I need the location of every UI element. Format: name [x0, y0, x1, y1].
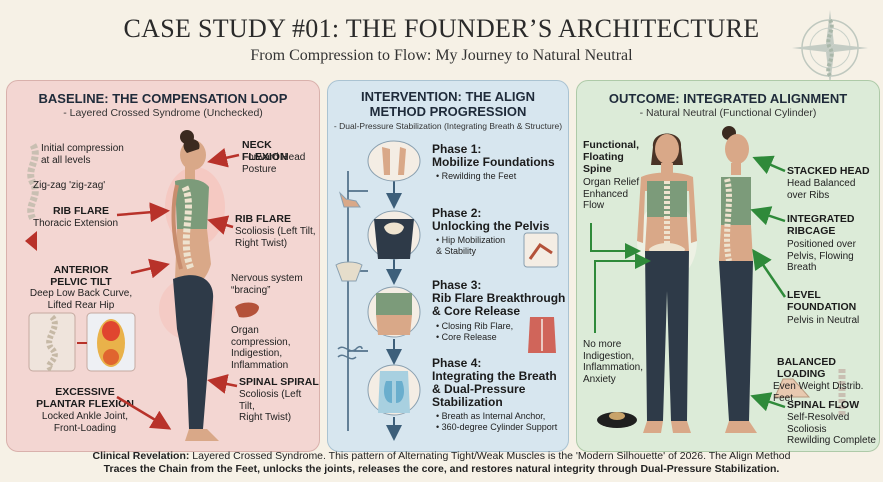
nervous-system-label: Nervous system “bracing”	[231, 273, 303, 296]
baseline-subtitle: - Layered Crossed Syndrome (Unchecked)	[63, 107, 263, 119]
phase-2-title: Phase 2: Unlocking the Pelvis	[432, 206, 550, 233]
outcome-panel: OUTCOME: INTEGRATED ALIGNMENT - Natural …	[576, 80, 880, 452]
lungs-icon	[367, 364, 421, 416]
spine-icon	[27, 143, 39, 221]
footer-text-2: Traces the Chain from the Feet, unlocks …	[103, 462, 780, 475]
intervention-title: INTERVENTION: THE ALIGN METHOD PROGRESSI…	[360, 89, 536, 119]
muscle-anatomy-icon	[528, 317, 556, 353]
footer-line-1: Clinical Revelation: Layered Crossed Syn…	[0, 450, 883, 463]
outcome-side-figure	[719, 126, 757, 433]
rib-flare-left-title: RIB FLARE	[53, 205, 109, 217]
initial-compression-label: Initial compression at all levels	[41, 143, 124, 166]
outcome-arrows	[590, 155, 787, 412]
footer-label: Clinical Revelation:	[92, 450, 190, 462]
foot-side-icon	[338, 191, 361, 208]
feet-icon	[367, 140, 421, 182]
spinal-spiral-desc: Scoliosis (Left Tilt, Right Twist)	[239, 389, 302, 423]
stacked-head-desc: Head Balanced over Ribs	[787, 178, 856, 201]
integrated-ribcage-title: INTEGRATED RIBCAGE	[787, 213, 855, 237]
liver-icon	[235, 302, 259, 318]
plantar-flexion-title: EXCESSIVE PLANTAR FLEXION	[36, 386, 134, 410]
rib-flare-left-desc: Thoracic Extension	[33, 218, 119, 229]
plantar-flexion-desc: Locked Ankle Joint, Front-Loading	[41, 411, 129, 434]
hip-bone-icon	[335, 261, 363, 282]
stacked-head-title: STACKED HEAD	[787, 165, 870, 177]
baseline-figure	[159, 130, 225, 441]
organ-compression-label: Organ compression, Indigestion, Inflamma…	[231, 325, 291, 371]
balanced-loading-desc: Even Weight Distrib. Feet	[773, 381, 864, 404]
intervention-panel: INTERVENTION: THE ALIGN METHOD PROGRESSI…	[327, 80, 569, 452]
level-foundation-title: LEVEL FOUNDATION	[787, 289, 857, 313]
baseline-title: BASELINE: THE COMPENSATION LOOP	[38, 91, 288, 106]
phase-3-title: Phase 3: Rib Flare Breakthrough & Core R…	[432, 278, 566, 318]
integrated-ribcage-desc: Positioned over Pelvis, Flowing Breath	[787, 239, 856, 273]
hip-stretch-icon	[523, 232, 559, 268]
pelvis-icon	[367, 210, 421, 260]
neck-flexion-title: NECK FLEXION	[242, 139, 288, 163]
footer-caption: Clinical Revelation: Layered Crossed Syn…	[0, 450, 883, 475]
wave-icon	[337, 345, 363, 360]
phase-4-desc: • Breath as Internal Anchor, • 360-degre…	[436, 411, 558, 432]
spinal-flow-desc: Self-Resolved Scoliosis Rewilding Comple…	[787, 412, 876, 446]
page-title: CASE STUDY #01: THE FOUNDER’S ARCHITECTU…	[123, 14, 760, 43]
footer-text-1: Layered Crossed Syndrome. This pattern o…	[189, 450, 791, 462]
footer-line-2: Traces the Chain from the Feet, unlocks …	[0, 463, 883, 476]
rib-flare-right-title: RIB FLARE	[235, 213, 291, 225]
spinal-spiral-title: SPINAL SPIRAL	[239, 376, 319, 388]
page-subtitle: From Compression to Flow: My Journey to …	[250, 47, 633, 64]
spinal-flow-title: SPINAL FLOW	[787, 399, 860, 411]
outcome-front-figure	[637, 133, 697, 433]
phase-4-title: Phase 4: Integrating the Breath & Dual-P…	[432, 356, 557, 409]
rib-flare-right-desc: Scoliosis (Left Tilt, Right Twist)	[235, 226, 316, 249]
functional-spine-title: Functional, Floating Spine	[583, 139, 639, 175]
torso-icon	[367, 286, 421, 338]
phase-3-desc: • Closing Rib Flare, • Core Release	[436, 321, 514, 342]
intervention-subtitle: - Dual-Pressure Stabilization (Integrati…	[333, 121, 563, 131]
anterior-pelvic-tilt-title: ANTERIOR PELVIC TILT	[50, 264, 112, 288]
phase-1-title: Phase 1: Mobilize Foundations	[432, 142, 555, 169]
baseline-panel: BASELINE: THE COMPENSATION LOOP - Layere…	[6, 80, 320, 452]
disc-icon	[597, 412, 637, 428]
outcome-subtitle: - Natural Neutral (Functional Cylinder)	[639, 107, 817, 119]
balanced-loading-title: BALANCED LOADING	[777, 356, 836, 380]
phase-2-desc: • Hip Mobilization & Stability	[436, 235, 506, 256]
compass-spine-logo-icon	[792, 10, 868, 86]
no-more-label: No more Indigestion, Inflammation, Anxie…	[583, 339, 644, 385]
spine-straight-icon	[838, 369, 846, 417]
neck-flexion-desc: Forward Head Posture	[242, 152, 306, 175]
foot-pressure-icon	[28, 312, 136, 372]
anterior-pelvic-tilt-desc: Deep Low Back Curve, Lifted Rear Hip	[29, 288, 133, 311]
baseline-arrows	[25, 147, 240, 430]
level-foundation-desc: Pelvis in Neutral	[787, 315, 860, 326]
balanced-feet-icon	[774, 378, 811, 398]
phase-1-desc: • Rewilding the Feet	[436, 171, 517, 181]
outcome-title: OUTCOME: INTEGRATED ALIGNMENT	[608, 91, 848, 106]
zigzag-label: Zig-zag 'zig-zag'	[33, 180, 106, 191]
